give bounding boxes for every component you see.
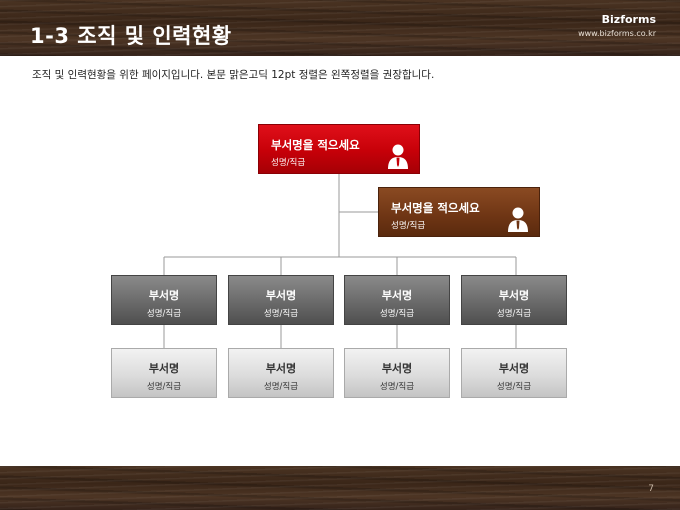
sub-department-role: 성명/직급 xyxy=(146,382,182,392)
department-name: 부서명 xyxy=(498,289,530,302)
sub-department-role: 성명/직급 xyxy=(496,382,532,392)
sub-department-name: 부서명 xyxy=(381,362,413,375)
department-box[interactable]: 부서명 성명/직급 xyxy=(344,275,450,325)
department-name: 부서명 xyxy=(265,289,297,302)
sub-department-name: 부서명 xyxy=(265,362,297,375)
sub-department-role: 성명/직급 xyxy=(263,382,299,392)
sub-department-box[interactable]: 부서명 성명/직급 xyxy=(461,348,567,398)
sub-department-name: 부서명 xyxy=(498,362,530,375)
department-role: 성명/직급 xyxy=(146,309,182,319)
department-role: 성명/직급 xyxy=(496,309,532,319)
sub-department-box[interactable]: 부서명 성명/직급 xyxy=(344,348,450,398)
brand-url: www.bizforms.co.kr xyxy=(578,29,656,38)
brand-name: Bizforms xyxy=(601,13,656,26)
sub-department-box[interactable]: 부서명 성명/직급 xyxy=(228,348,334,398)
department-name: 부서명 xyxy=(148,289,180,302)
department-box[interactable]: 부서명 성명/직급 xyxy=(461,275,567,325)
department-box[interactable]: 부서명 성명/직급 xyxy=(228,275,334,325)
footer-bar xyxy=(0,466,680,510)
org-staff-box[interactable]: 부서명을 적으세요 성명/직급 xyxy=(378,187,540,237)
department-name: 부서명 xyxy=(381,289,413,302)
sub-department-name: 부서명 xyxy=(148,362,180,375)
department-box[interactable]: 부서명 성명/직급 xyxy=(111,275,217,325)
org-head-role: 성명/직급 xyxy=(271,158,306,168)
department-role: 성명/직급 xyxy=(263,309,299,319)
description-text: 조직 및 인력현황을 위한 페이지입니다. 본문 맑은고딕 12pt 정렬은 왼… xyxy=(32,69,435,81)
org-staff-name: 부서명을 적으세요 xyxy=(391,201,480,215)
sub-department-role: 성명/직급 xyxy=(379,382,415,392)
slide-title: 1-3 조직 및 인력현황 xyxy=(30,24,232,48)
org-head-name: 부서명을 적으세요 xyxy=(271,138,360,152)
person-silhouette-icon xyxy=(508,207,528,232)
page-number: 7 xyxy=(648,484,654,494)
org-head-box[interactable]: 부서명을 적으세요 성명/직급 xyxy=(258,124,420,174)
org-staff-role: 성명/직급 xyxy=(391,221,426,231)
sub-department-box[interactable]: 부서명 성명/직급 xyxy=(111,348,217,398)
person-silhouette-icon xyxy=(388,144,408,169)
header-bar xyxy=(0,0,680,56)
department-role: 성명/직급 xyxy=(379,309,415,319)
